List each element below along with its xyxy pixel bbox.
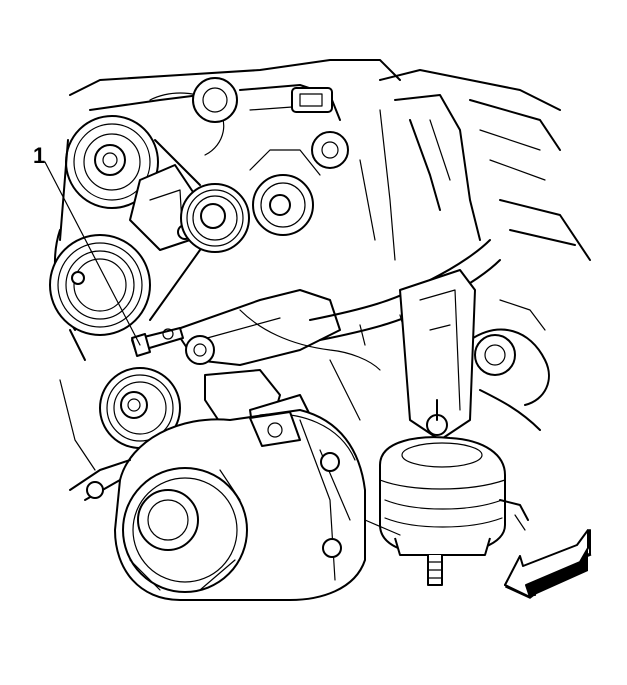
crankshaft-pulley: [49, 229, 151, 336]
idler-pulley-lower: [99, 367, 181, 449]
engine-mount: [379, 436, 506, 586]
engine-block-right: [359, 69, 591, 431]
lower-frame: [59, 379, 529, 536]
engine-mount-bracket: [399, 269, 476, 441]
mounting-bolt: [131, 327, 184, 357]
water-pump-pulley: [249, 149, 321, 236]
callout-leader-1: [44, 161, 141, 346]
drive-belt: [59, 139, 201, 361]
ac-compressor: [114, 409, 366, 601]
engine-block-top: [69, 59, 401, 169]
front-direction-arrow-icon: [504, 529, 592, 599]
callout-label-1: 1: [33, 143, 46, 168]
upper-tensioner-pulley: [65, 115, 159, 209]
idler-pulley-middle: [180, 183, 250, 253]
